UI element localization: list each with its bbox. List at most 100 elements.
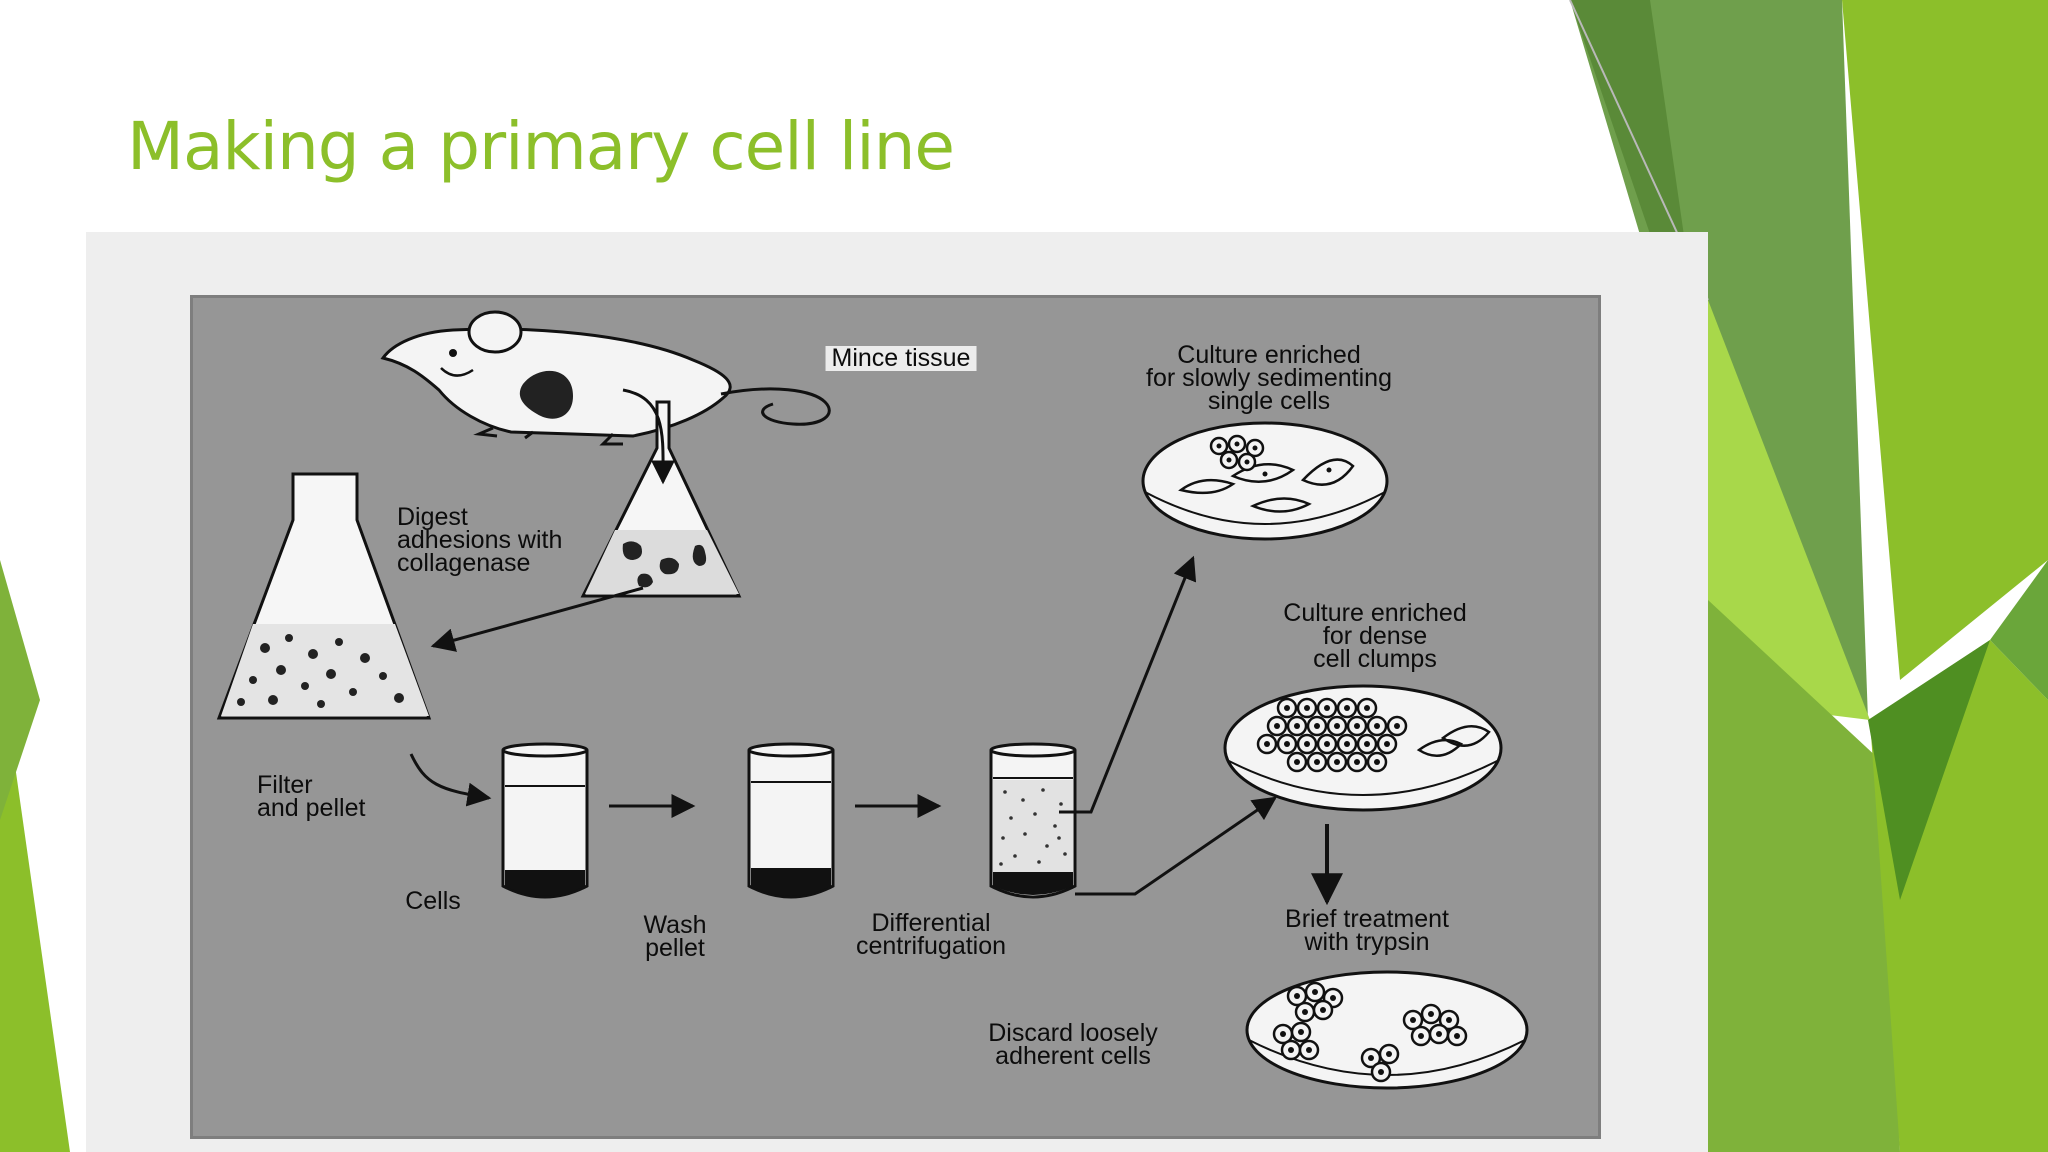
label-filter: Filter and pellet	[257, 771, 366, 822]
cell-nucleus	[1288, 1047, 1294, 1053]
cell-nucleus	[1394, 723, 1400, 729]
cell-nucleus	[1284, 741, 1290, 747]
facet-shape	[1990, 560, 2048, 700]
test-tube-icon	[747, 742, 835, 899]
cell-nucleus	[1330, 995, 1336, 1001]
test-tube-icon	[989, 742, 1077, 899]
cell-nucleus	[1324, 741, 1330, 747]
cell-nucleus	[1374, 723, 1380, 729]
flask-icon	[216, 472, 432, 720]
label-line: Brief treatment	[1285, 905, 1449, 933]
cell-nucleus	[1298, 1029, 1304, 1035]
cell-nucleus	[1428, 1011, 1434, 1017]
cell-nucleus	[1320, 1007, 1326, 1013]
label-line: Differential	[871, 909, 991, 937]
label-line: for slowly sedimenting	[1146, 364, 1392, 392]
label-line: and pellet	[257, 794, 366, 822]
facet-shape	[0, 660, 70, 1152]
cell-nucleus	[1264, 741, 1270, 747]
cell-nucleus	[1378, 1069, 1384, 1075]
arrow-icon	[430, 586, 644, 652]
label-line: cell clumps	[1313, 645, 1437, 673]
facet-shape	[1842, 0, 2048, 680]
cell-nucleus	[1364, 741, 1370, 747]
cell-nucleus	[1386, 1051, 1392, 1057]
petri-dish-icon	[1245, 970, 1529, 1090]
cell-nucleus	[1344, 705, 1350, 711]
label-line: adhesions with	[397, 526, 563, 554]
arrow-icon	[409, 753, 492, 807]
label-line: for dense	[1322, 622, 1428, 650]
diagram-drawing	[216, 310, 1529, 1090]
cell-nucleus	[1344, 741, 1350, 747]
label-line: pellet	[645, 934, 705, 962]
cell-nucleus	[1446, 1017, 1452, 1023]
label-trypsin: Brief treatment with trypsin	[1285, 905, 1449, 956]
arrow-icon	[1059, 555, 1197, 814]
cell-nucleus	[1304, 741, 1310, 747]
cell-nucleus	[1324, 705, 1330, 711]
petri-dish-icon	[1141, 421, 1389, 541]
label-culture-single: Culture enriched for slowly sedimenting …	[1146, 341, 1392, 415]
mouse-ear	[467, 310, 523, 354]
mouse-tail	[720, 387, 831, 426]
label-line: Digest	[397, 503, 468, 531]
mouse-icon	[380, 310, 831, 446]
label-line: adherent cells	[995, 1042, 1151, 1070]
label-line: with trypsin	[1304, 928, 1430, 956]
facet-shape	[1868, 640, 1990, 900]
label-line: Culture enriched	[1283, 599, 1467, 627]
label-line: Culture enriched	[1177, 341, 1361, 369]
flask-icon	[580, 400, 742, 598]
cell-nucleus	[1384, 741, 1390, 747]
label-line: Wash	[643, 911, 707, 939]
cell-nucleus	[1364, 705, 1370, 711]
label-mince-tissue: Mince tissue	[825, 346, 977, 371]
cell-nucleus	[1354, 723, 1360, 729]
label-discard: Discard loosely adherent cells	[988, 1019, 1158, 1070]
cell-nucleus	[1294, 759, 1300, 765]
cell-nucleus	[1454, 1033, 1460, 1039]
label-culture-clumps: Culture enriched for dense cell clumps	[1283, 599, 1467, 673]
cell-nucleus	[1314, 723, 1320, 729]
mouse-eye	[449, 349, 457, 357]
label-differential: Differential centrifugation	[855, 909, 1007, 960]
arrow-icon	[622, 388, 676, 485]
cell-nucleus	[1294, 723, 1300, 729]
arrow-icon	[1075, 796, 1277, 896]
cell-nucleus	[1354, 759, 1360, 765]
cell-nucleus	[1314, 759, 1320, 765]
cell-nucleus	[1280, 1031, 1286, 1037]
cell-nucleus	[1436, 1031, 1442, 1037]
label-line: collagenase	[397, 549, 531, 577]
label-digest: Digest adhesions with collagenase	[397, 503, 563, 577]
cell-nucleus	[1334, 723, 1340, 729]
cell-nucleus	[1312, 989, 1318, 995]
petri-dish-icon	[1223, 684, 1503, 812]
cell-nucleus	[1304, 705, 1310, 711]
cell-nucleus	[1302, 1009, 1308, 1015]
label-line: centrifugation	[855, 932, 1007, 960]
cell-nucleus	[1374, 759, 1380, 765]
textbook-figure-scan: Mince tissue Digest adhesions with colla…	[86, 232, 1708, 1152]
facet-shape	[0, 560, 40, 820]
label-wash: Wash pellet	[643, 911, 707, 962]
cell-nucleus	[1410, 1017, 1416, 1023]
slide-title: Making a primary cell line	[127, 108, 955, 185]
mouse-patch	[519, 370, 573, 419]
cell-nucleus	[1306, 1047, 1312, 1053]
cell-nucleus	[1284, 705, 1290, 711]
cell-nucleus	[1294, 993, 1300, 999]
facet-shape	[1708, 300, 1870, 720]
label-line: Filter	[257, 771, 313, 799]
diagram-panel: Mince tissue Digest adhesions with colla…	[190, 295, 1601, 1139]
facet-shape	[1570, 0, 1725, 520]
test-tube-icon	[501, 742, 589, 899]
label-line: single cells	[1207, 387, 1331, 415]
cell-nucleus	[1334, 759, 1340, 765]
label-line: Discard loosely	[988, 1019, 1158, 1047]
cell-nucleus	[1368, 1055, 1374, 1061]
cell-nucleus	[1274, 723, 1280, 729]
